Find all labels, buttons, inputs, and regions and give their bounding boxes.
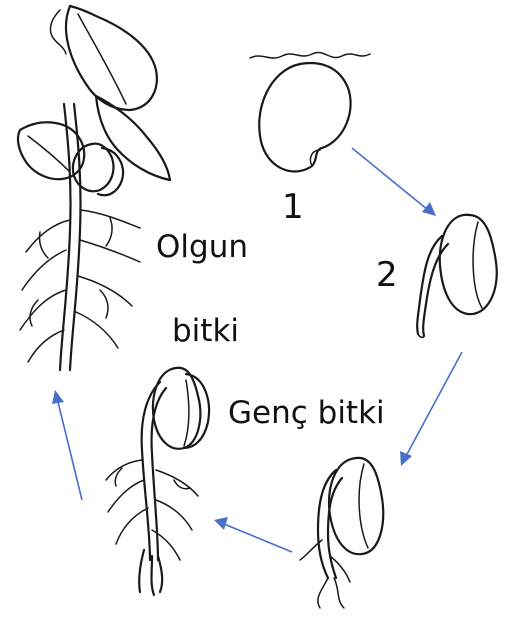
young-plant-label: Genç bitki xyxy=(228,398,385,429)
stage-1-label: 1 xyxy=(282,190,304,224)
seedling-stage-3-drawing xyxy=(300,458,383,608)
arrow-2-to-3 xyxy=(400,352,462,466)
young-plant-drawing xyxy=(106,368,209,595)
stage-2-label: 2 xyxy=(376,258,398,292)
seed-stage-2-drawing xyxy=(417,215,497,338)
arrow-1-to-2 xyxy=(352,148,436,216)
cycle-arrows xyxy=(52,148,462,552)
arrow-4-to-5 xyxy=(52,390,82,500)
mature-plant-label-line2: bitki xyxy=(172,316,239,347)
seed-stage-1-drawing xyxy=(250,52,370,171)
arrow-3-to-4 xyxy=(214,517,292,552)
mature-plant-label-line1: Olgun xyxy=(156,232,248,263)
mature-plant-drawing xyxy=(18,6,170,370)
